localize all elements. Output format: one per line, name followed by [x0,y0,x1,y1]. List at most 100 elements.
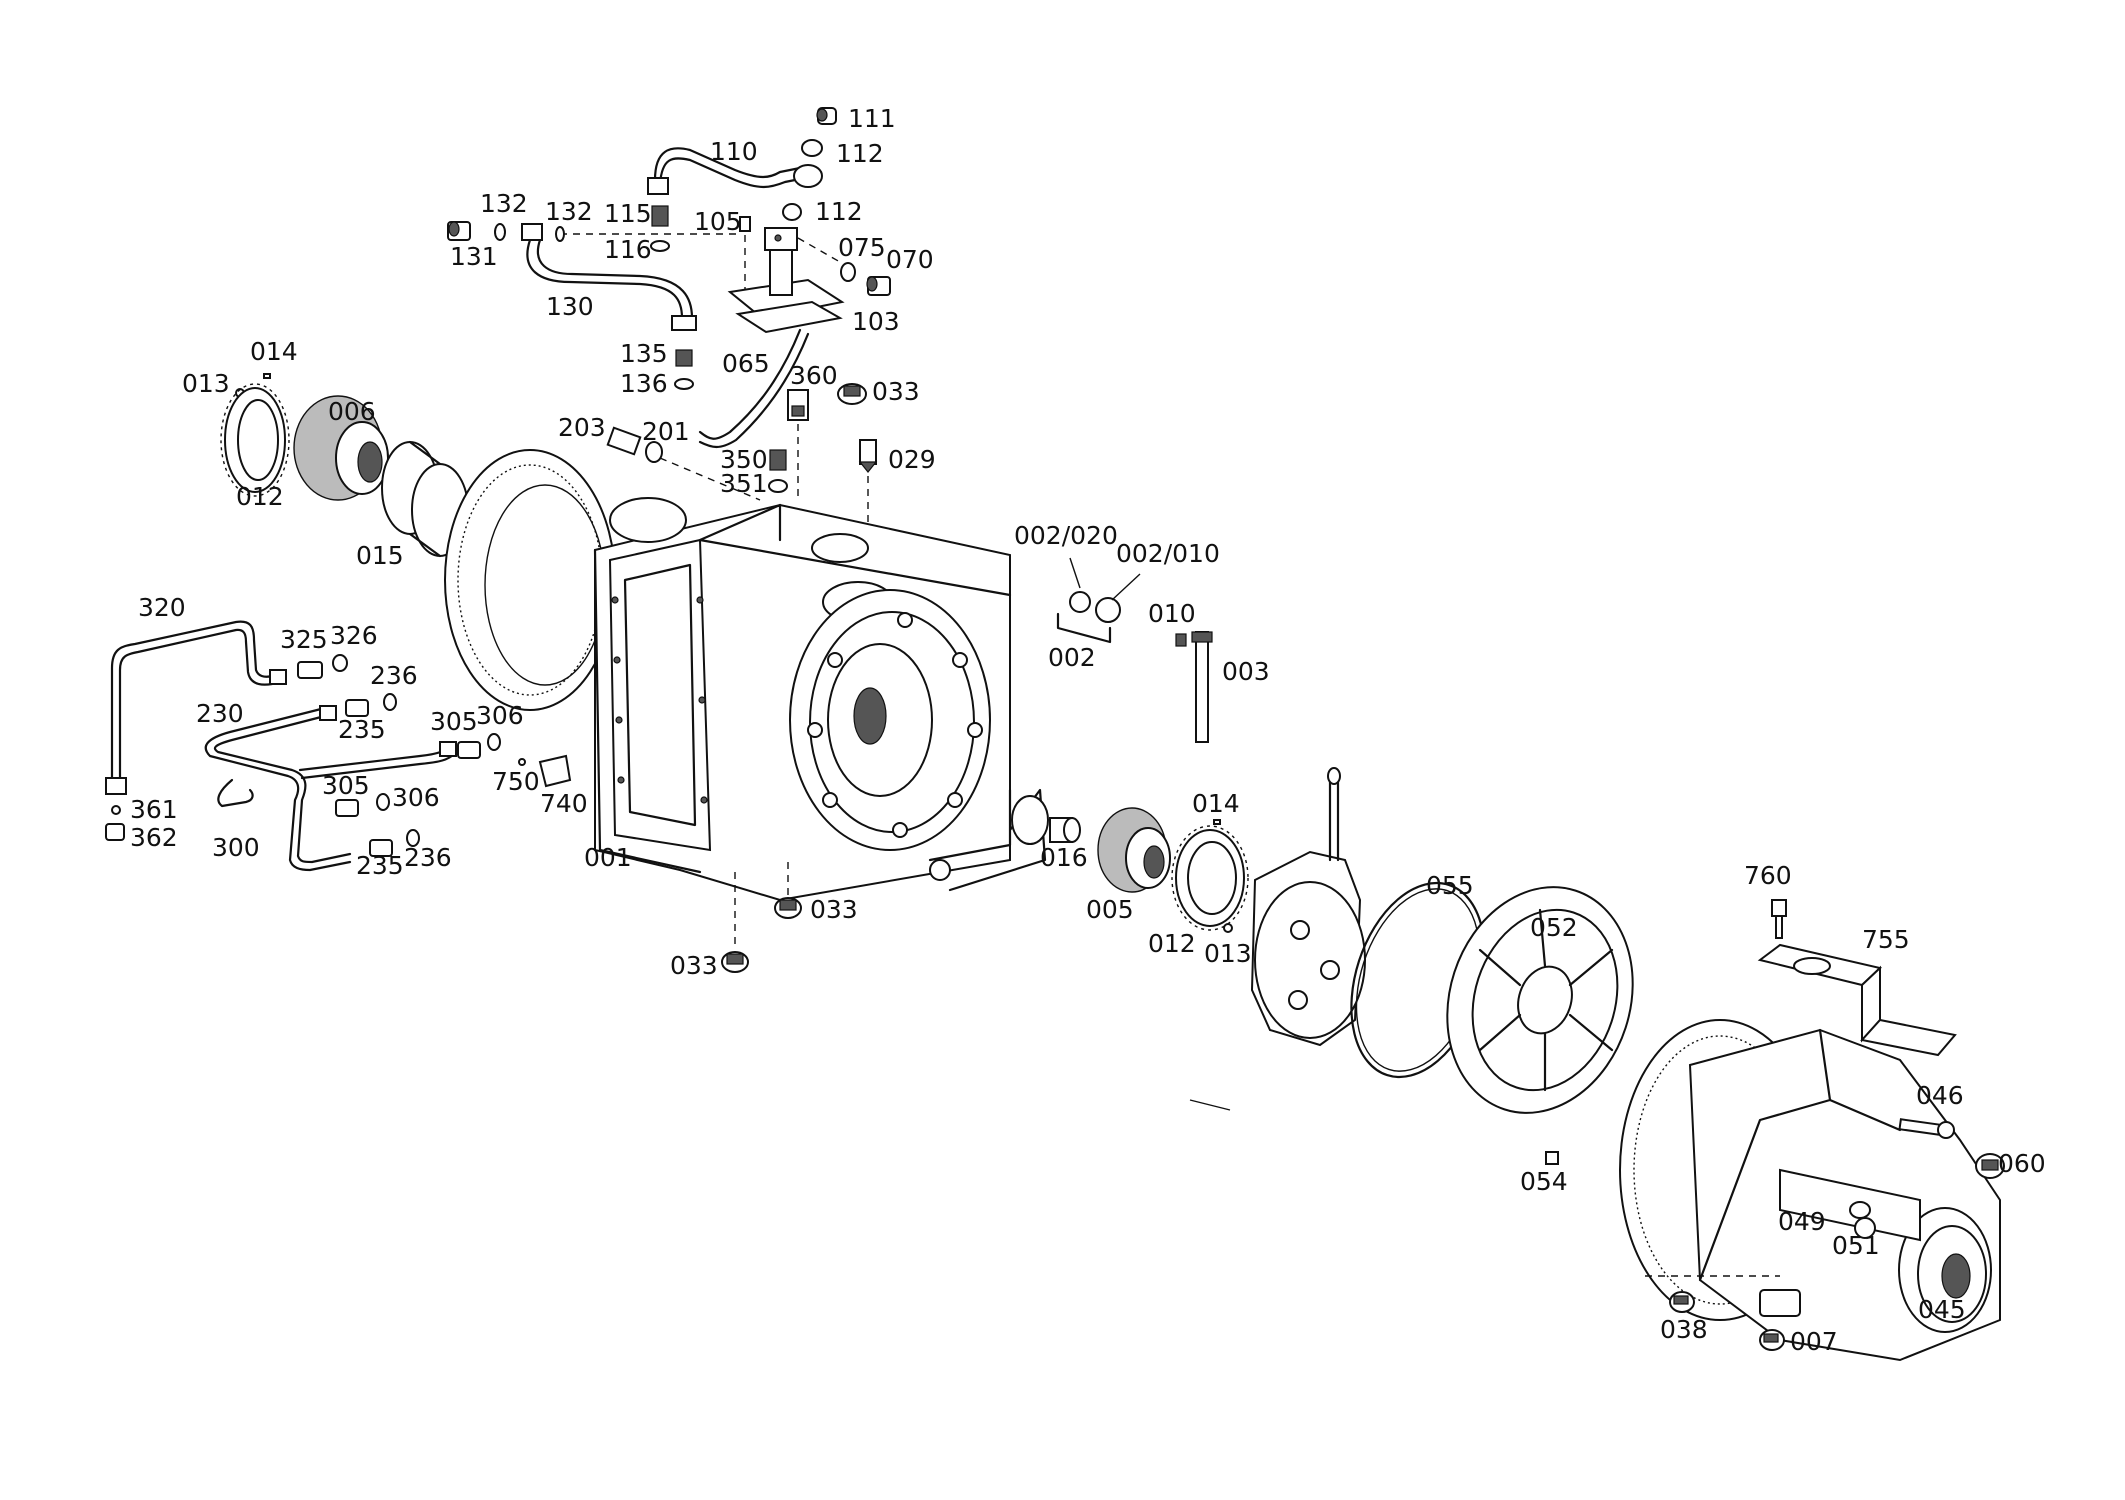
bolt-054 [1545,1151,1559,1165]
bracket-002 [1056,612,1112,644]
label-016: 016 [1040,843,1088,872]
plug-033-mid [774,897,802,919]
label-135: 135 [620,339,668,368]
label-001: 001 [584,843,632,872]
pipe-320 [105,620,287,795]
label-116: 116 [604,235,652,264]
center-line-201 [659,457,761,501]
valve-block-103 [727,222,845,334]
label-201: 201 [642,417,690,446]
label-070: 070 [886,245,934,274]
seal-201 [645,441,663,463]
label-014: 014 [250,337,298,366]
fitting-131 [447,221,471,241]
oil-pipe-110 [647,147,823,195]
leader-002-010 [1111,573,1141,601]
fitting-235-top [345,699,369,717]
label-326: 326 [330,621,378,650]
label-012: 012 [236,482,284,511]
bolt-760 [1771,899,1787,939]
plug-051 [1854,1217,1876,1239]
shim-014-right [1213,819,1221,825]
label-300: 300 [212,833,260,862]
oil-pipe-065 [698,328,810,449]
bracket-755 [1757,943,1957,1057]
fitting-115 [651,205,669,227]
label-740: 740 [540,789,588,818]
seal-ring-112-lower [782,203,802,221]
oil-pipe-130 [521,223,697,331]
bearing-006 [293,395,389,501]
label-012: 012 [1148,929,1196,958]
label-014: 014 [1192,789,1240,818]
plug-029 [858,439,878,473]
seal-326 [332,654,348,672]
planetary-gear-set [1250,767,1366,1047]
label-002-020: 002/020 [1014,521,1118,550]
seal-136 [674,378,694,390]
label-361: 361 [130,795,178,824]
label-305: 305 [322,771,370,800]
plug-007 [1759,1329,1785,1351]
label-750: 750 [492,767,540,796]
label-075: 075 [838,233,886,262]
rod-003 [1191,631,1213,743]
cover-plate-052 [1446,886,1634,1114]
label-002-010: 002/010 [1116,539,1220,568]
label-003: 003 [1222,657,1270,686]
label-038: 038 [1660,1315,1708,1344]
label-015: 015 [356,541,404,570]
leader-002-020 [1069,557,1081,589]
fitting-305-top [457,741,481,759]
fitting-305-mid [335,799,359,817]
axle-housing-001 [444,449,1049,902]
label-760: 760 [1744,861,1792,890]
plug-033-top [837,383,867,405]
final-drive-housing-045 [1619,1019,2001,1362]
seal-351 [768,479,788,493]
label-045: 045 [1918,1295,1966,1324]
plate-740 [538,754,572,788]
label-203: 203 [558,413,606,442]
label-111: 111 [848,104,896,133]
part-labels: 111 112 110 112 132 132 131 115 116 105 … [130,104,2046,1356]
label-235: 235 [338,715,386,744]
seal-306-mid [376,793,390,811]
sleeve-015 [381,440,469,558]
label-110: 110 [710,137,758,166]
label-306: 306 [392,783,440,812]
label-360: 360 [790,361,838,390]
seal-002-020 [1069,591,1091,613]
seal-132-left [494,223,506,241]
label-060: 060 [1998,1149,2046,1178]
shim-014-left [263,373,271,379]
ring-gear-012-right [1171,825,1249,931]
seal-002-010 [1095,597,1121,623]
bushing-016 [1049,817,1081,843]
seal-075 [840,262,856,282]
seal-236-top [383,693,397,711]
label-132: 132 [480,189,528,218]
label-112: 112 [836,139,884,168]
seal-010 [1175,633,1187,647]
label-236: 236 [370,661,418,690]
label-755: 755 [1862,925,1910,954]
label-046: 046 [1916,1081,1964,1110]
label-010: 010 [1148,599,1196,628]
fitting-350 [769,449,787,471]
label-065: 065 [722,349,770,378]
label-131: 131 [450,242,498,271]
pipe-230 [204,705,457,872]
label-051: 051 [1832,1231,1880,1260]
nut-362 [105,823,125,841]
fitting-111 [816,107,837,125]
plug-033-bottom [721,951,749,973]
bearing-005 [1097,807,1171,893]
label-049: 049 [1778,1207,1826,1236]
label-115: 115 [604,199,652,228]
bolt-105 [739,216,751,232]
ring-gear-012-left [220,383,290,497]
label-013: 013 [1204,939,1252,968]
label-005: 005 [1086,895,1134,924]
